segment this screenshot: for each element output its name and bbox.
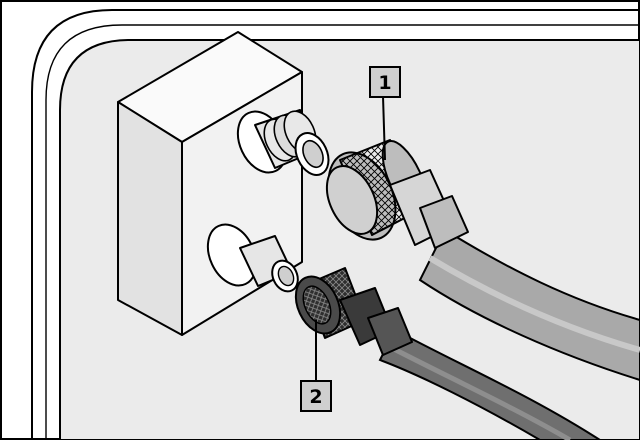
callout-1-label: 1 bbox=[378, 72, 391, 94]
callout-2-label: 2 bbox=[309, 386, 322, 408]
quick-coupling-socket-icon bbox=[236, 109, 330, 176]
callout-1-leader bbox=[382, 95, 386, 161]
callout-2: 2 bbox=[300, 320, 332, 412]
callout-2-box bbox=[300, 380, 332, 412]
light-cable-highlight bbox=[428, 255, 640, 353]
dark-cable bbox=[378, 328, 602, 440]
callout-1-box bbox=[369, 66, 401, 98]
cable-plug-dark-icon bbox=[294, 267, 413, 356]
nipple-socket-icon bbox=[206, 223, 299, 293]
cable-plug-icon bbox=[325, 139, 469, 249]
dark-cable-highlight bbox=[390, 345, 572, 440]
callout-1: 1 bbox=[369, 66, 401, 161]
